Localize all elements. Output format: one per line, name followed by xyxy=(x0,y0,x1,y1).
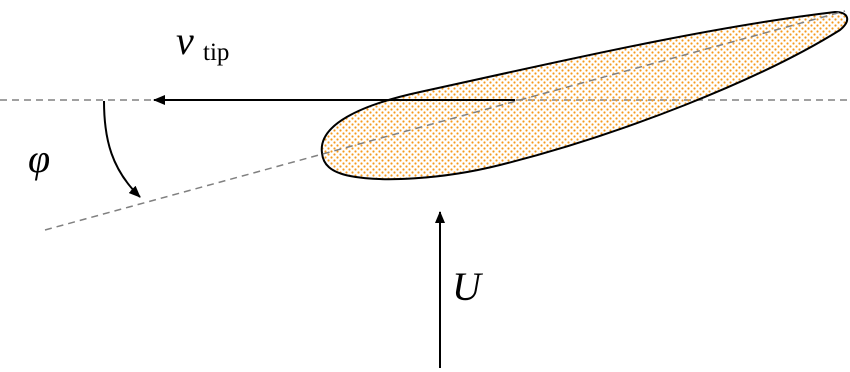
wind-velocity-label: U xyxy=(452,264,484,309)
angle-arc xyxy=(103,100,141,198)
chord-dashed-line xyxy=(44,10,846,231)
airfoil-shape xyxy=(320,10,849,181)
tip-velocity-label: v xyxy=(176,18,194,63)
angle-label: φ xyxy=(28,136,50,181)
tip-velocity-subscript: tip xyxy=(203,39,229,66)
